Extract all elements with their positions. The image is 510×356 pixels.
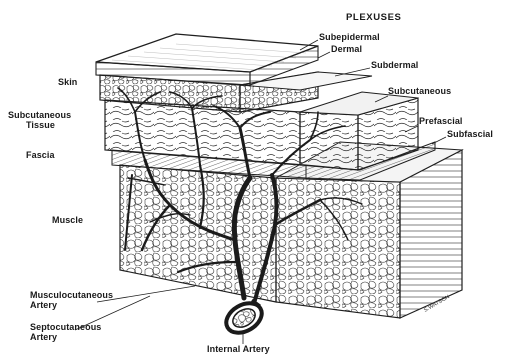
- label-subcutaneous-tissue-line2: Tissue: [26, 120, 55, 130]
- label-musculocutaneous-line1: Musculocutaneous: [30, 290, 113, 300]
- label-subcutaneous-tissue-line1: Subcutaneous: [8, 110, 71, 120]
- label-subcutaneous-plexus: Subcutaneous: [388, 86, 451, 96]
- label-septocutaneous-line1: Septocutaneous: [30, 322, 101, 332]
- label-internal-artery: Internal Artery: [207, 344, 270, 354]
- label-septocutaneous-line2: Artery: [30, 332, 57, 342]
- label-dermal: Dermal: [331, 44, 362, 54]
- label-prefascial: Prefascial: [419, 116, 463, 126]
- label-muscle: Muscle: [52, 215, 83, 225]
- label-subepidermal: Subepidermal: [319, 32, 380, 42]
- label-subdermal: Subdermal: [371, 60, 418, 70]
- plexuses-heading: PLEXUSES: [346, 12, 401, 23]
- label-skin: Skin: [58, 77, 77, 87]
- label-subfascial: Subfascial: [447, 129, 493, 139]
- label-musculocutaneous-line2: Artery: [30, 300, 57, 310]
- internal-artery-cross-section: [221, 297, 267, 339]
- label-fascia: Fascia: [26, 150, 56, 160]
